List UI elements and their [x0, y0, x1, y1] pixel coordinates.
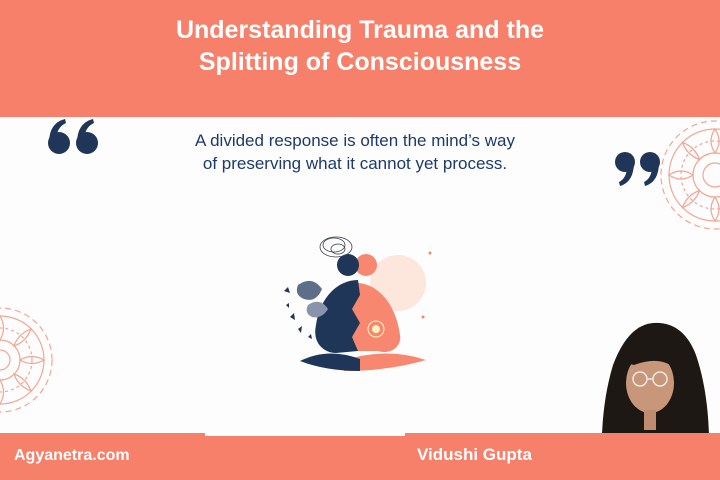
quote-text: A divided response is often the mind’s w…	[140, 129, 570, 175]
title-line-1: Understanding Trauma and the	[175, 16, 545, 44]
header-band: Understanding Trauma and the Splitting o…	[0, 0, 720, 117]
page-title: Understanding Trauma and the Splitting o…	[60, 14, 660, 78]
mandala-decoration-left-icon	[0, 307, 53, 413]
footer-band	[0, 433, 720, 480]
footer-divider	[205, 433, 405, 436]
quote-line-2: of preserving what it cannot yet process…	[202, 154, 508, 173]
close-quote-icon	[615, 152, 660, 186]
site-link[interactable]: Agyanetra.com	[14, 447, 130, 464]
author-name: Vidushi Gupta	[417, 445, 532, 464]
meditation-split-illustration	[284, 236, 432, 371]
mandala-decoration-right-icon	[660, 120, 720, 230]
quote-line-1: A divided response is often the mind’s w…	[194, 131, 516, 150]
open-quote-icon	[48, 119, 98, 154]
title-line-2: Splitting of Consciousness	[198, 48, 522, 76]
